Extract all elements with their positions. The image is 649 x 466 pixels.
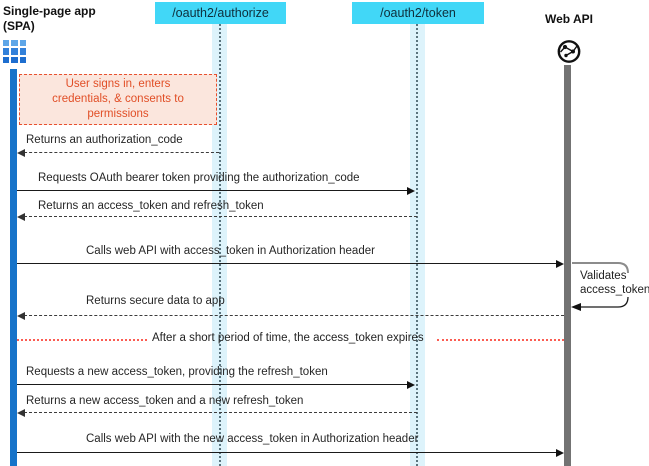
authorize-lifeline (219, 24, 221, 466)
message-label-authorization-code: Returns an authorization_code (26, 134, 183, 146)
message-label-returns-new-tokens: Returns a new access_token and a new ref… (26, 395, 304, 407)
globe-network-icon (557, 40, 581, 63)
message-label-returns-tokens: Returns an access_token and refresh_toke… (38, 200, 264, 212)
webapi-activation-bar (564, 65, 571, 466)
arrowhead-left-icon (17, 312, 25, 320)
spa-actor-label: Single-page app (SPA) (3, 4, 96, 34)
spa-actor-subname: (SPA) (3, 19, 35, 33)
arrowhead-right-icon (556, 449, 564, 457)
message-label-request-bearer-token: Requests OAuth bearer token providing th… (38, 172, 360, 184)
message-label-request-new-token: Requests a new access_token, providing t… (26, 366, 328, 378)
arrowhead-right-icon (407, 187, 415, 195)
message-line-call-api-new-token (17, 452, 557, 453)
arrowhead-left-icon (17, 149, 25, 157)
expiry-divider-dots-right (437, 339, 564, 341)
token-lifeline (416, 24, 418, 466)
user-signin-note: User signs in, enters credentials, & con… (19, 74, 217, 125)
message-line-returns-secure-data (19, 315, 564, 316)
arrowhead-left-icon (17, 213, 25, 221)
arrowhead-right-icon (556, 260, 564, 268)
message-line-return-auth-code (19, 152, 219, 153)
arrowhead-right-icon (407, 381, 415, 389)
message-line-returns-new-tokens (19, 412, 417, 413)
webapi-actor-label: Web API (544, 12, 593, 26)
spa-activation-bar (10, 69, 17, 466)
token-endpoint-box: /oauth2/token (352, 2, 484, 24)
message-label-call-api: Calls web API with access_token in Autho… (86, 245, 375, 257)
validate-note-bracket (571, 262, 629, 311)
message-line-request-new-token (17, 384, 408, 385)
user-signin-note-text: User signs in, enters credentials, & con… (52, 78, 184, 120)
expiry-divider-dots-left (17, 339, 147, 341)
spa-actor-name: Single-page app (3, 4, 96, 18)
message-line-returns-tokens (19, 216, 417, 217)
authorize-endpoint-box: /oauth2/authorize (155, 2, 286, 24)
message-label-returns-secure-data: Returns secure data to app (86, 295, 225, 307)
expiry-divider-text: After a short period of time, the access… (152, 332, 424, 344)
arrowhead-left-icon (17, 409, 25, 417)
validate-note-text: Validates access_token (580, 270, 649, 296)
message-line-request-bearer-token (17, 190, 408, 191)
app-grid-icon (3, 40, 26, 63)
message-line-call-api (17, 263, 557, 264)
message-label-call-api-new-token: Calls web API with the new access_token … (86, 433, 419, 445)
